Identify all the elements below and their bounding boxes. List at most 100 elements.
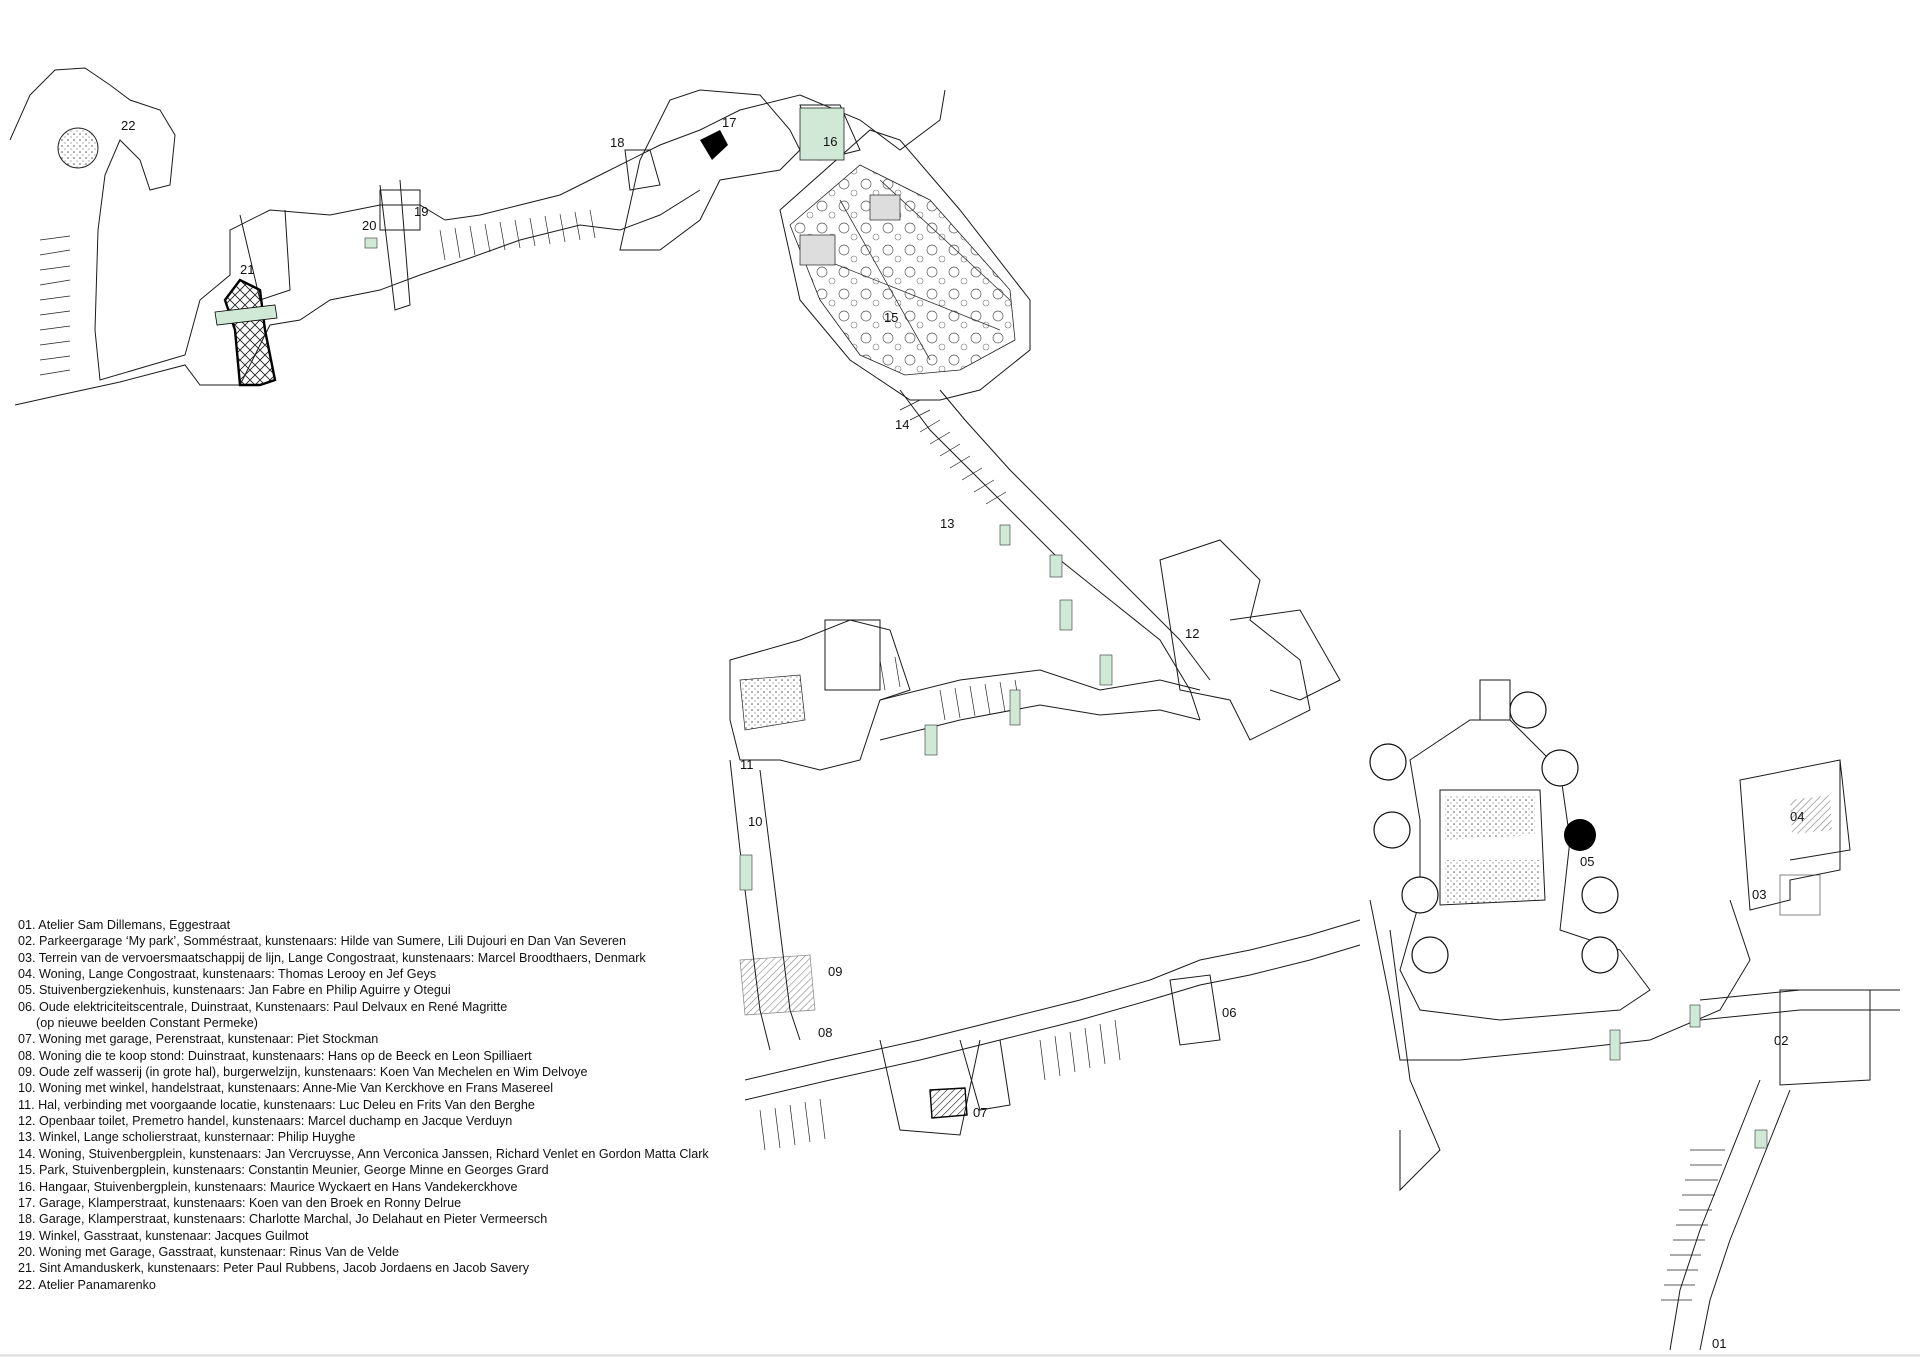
hospital-05-inner <box>1439 789 1546 906</box>
roundabout-22 <box>57 127 99 169</box>
legend-item: 06. Oude elektriciteitscentrale, Duinstr… <box>18 999 508 1014</box>
street-south-long-b <box>744 944 1361 1101</box>
street-west-vertical-b <box>759 769 801 1041</box>
site-label-17: 17 <box>722 115 736 130</box>
page-bottom-rule <box>0 1354 1920 1357</box>
block-top-square <box>824 619 881 691</box>
rotunda <box>1373 811 1411 849</box>
block-19 <box>379 189 421 231</box>
rowhouse-hatch-south <box>759 1019 1121 1151</box>
church-21 <box>223 278 277 387</box>
block-02 <box>1779 989 1871 1086</box>
site-label-19: 19 <box>414 204 428 219</box>
street-east-west-mid-b <box>879 704 1201 741</box>
block-04-hatch <box>1790 795 1832 834</box>
hospital-05-tower <box>1564 819 1596 851</box>
legend-item: 19. Winkel, Gasstraat, kunstenaar: Jacqu… <box>18 1228 309 1243</box>
green-patch <box>1049 554 1063 578</box>
legend-item: 07. Woning met garage, Perenstraat, kuns… <box>18 1032 379 1047</box>
legend-item: 18. Garage, Klamperstraat, kunstenaars: … <box>18 1212 548 1227</box>
green-patch <box>1059 599 1073 631</box>
green-patch <box>364 237 378 249</box>
hangaar-16-green <box>799 107 845 161</box>
legend-item: 10. Woning met winkel, handelstraat, kun… <box>18 1081 554 1096</box>
green-patch <box>1754 1129 1768 1149</box>
street-east-west-mid <box>879 669 1201 701</box>
park-15-square <box>869 194 901 221</box>
rotunda <box>1369 743 1407 781</box>
green-patch <box>924 724 938 756</box>
site-label-10: 10 <box>748 814 762 829</box>
site-label-03: 03 <box>1752 887 1766 902</box>
rotunda <box>1509 691 1547 729</box>
site-label-20: 20 <box>362 218 376 233</box>
rotunda <box>1411 936 1449 974</box>
blocks-south-07 <box>879 1039 981 1136</box>
site-label-05: 05 <box>1580 854 1594 869</box>
site-label-18: 18 <box>610 135 624 150</box>
legend-item: 16. Hangaar, Stuivenbergplein, kunstenaa… <box>18 1179 518 1194</box>
rowhouse-hatch-southeast <box>1661 1149 1725 1301</box>
street-southeast-diag-b <box>1699 1089 1791 1351</box>
site-label-22: 22 <box>121 118 135 133</box>
street-outline-northwest <box>9 67 946 381</box>
legend-item: 22. Atelier Panamarenko <box>18 1277 156 1292</box>
site-label-15: 15 <box>884 310 898 325</box>
park-15 <box>789 164 1016 376</box>
blocks-south-07b <box>959 1039 1011 1111</box>
church-21-band <box>214 304 278 326</box>
legend-item: 04. Woning, Lange Congostraat, kunstenaa… <box>18 967 437 982</box>
street-west-vertical <box>729 759 771 1051</box>
courtyard-central <box>739 674 806 731</box>
street-ring-east-b <box>1389 929 1441 1192</box>
site-label-01: 01 <box>1712 1336 1726 1351</box>
block-central-upper <box>729 619 911 771</box>
green-patch <box>739 854 753 891</box>
legend-item: 12. Openbaar toilet, Premetro handel, ku… <box>18 1114 513 1129</box>
hospital-05-courtyard-b <box>1445 860 1540 905</box>
legend-item: 15. Park, Stuivenbergplein, kunstenaars:… <box>18 1163 549 1178</box>
green-patch <box>1689 1004 1701 1028</box>
garage-07-hatch <box>929 1087 968 1119</box>
site-label-16: 16 <box>823 134 837 149</box>
garage-17 <box>700 130 728 160</box>
rowhouse-hatch-north <box>439 209 596 261</box>
hospital-05-wing-a <box>1479 679 1511 720</box>
block-06 <box>1169 974 1221 1046</box>
legend-item: 21. Sint Amanduskerk, kunstenaars: Peter… <box>18 1261 530 1276</box>
legend-item: 14. Woning, Stuivenbergplein, kunstenaar… <box>18 1146 709 1161</box>
legend-item: 05. Stuivenbergziekenhuis, kunstenaars: … <box>18 983 451 998</box>
site-label-11: 11 <box>740 757 754 772</box>
legend-item: 11. Hal, verbinding met voorgaande locat… <box>18 1097 535 1112</box>
legend-item: 08. Woning die te koop stond: Duinstraat… <box>18 1048 532 1063</box>
site-label-08: 08 <box>818 1025 832 1040</box>
green-patch <box>1609 1029 1621 1061</box>
hospital-05-outline <box>1399 719 1651 1021</box>
site-label-02: 02 <box>1774 1033 1788 1048</box>
street-ring-east <box>1369 899 1751 1061</box>
green-patch <box>999 524 1011 546</box>
rowhouse-hatch-mid <box>879 656 1021 721</box>
street-gasstraat <box>239 179 411 311</box>
street-klamperstraat <box>619 89 801 251</box>
rotunda <box>1401 876 1439 914</box>
legend-item-continuation: (op nieuwe beelden Constant Permeke) <box>36 1016 258 1031</box>
hall-09 <box>739 954 816 1016</box>
legend: 01. Atelier Sam Dillemans, Eggestraat 02… <box>18 917 838 1293</box>
legend-item: 09. Oude zelf wasserij (in grote hal), b… <box>18 1065 588 1080</box>
legend-item: 17. Garage, Klamperstraat, kunstenaars: … <box>18 1195 462 1210</box>
rotunda <box>1581 876 1619 914</box>
site-label-12: 12 <box>1185 626 1199 641</box>
rowhouse-hatch-northwest <box>39 235 71 376</box>
site-label-06: 06 <box>1222 1005 1236 1020</box>
legend-item: 02. Parkeergarage ‘My park’, Somméstraat… <box>18 934 627 949</box>
rowhouse-hatch-diag <box>899 399 1007 505</box>
street-outline-north-lower <box>14 189 701 406</box>
site-label-07: 07 <box>973 1105 987 1120</box>
legend-item: 13. Winkel, Lange scholierstraat, kunste… <box>18 1130 356 1145</box>
site-label-09: 09 <box>828 964 842 979</box>
green-patch <box>1779 874 1821 916</box>
green-patch <box>1009 689 1021 726</box>
green-patch <box>1099 654 1113 686</box>
